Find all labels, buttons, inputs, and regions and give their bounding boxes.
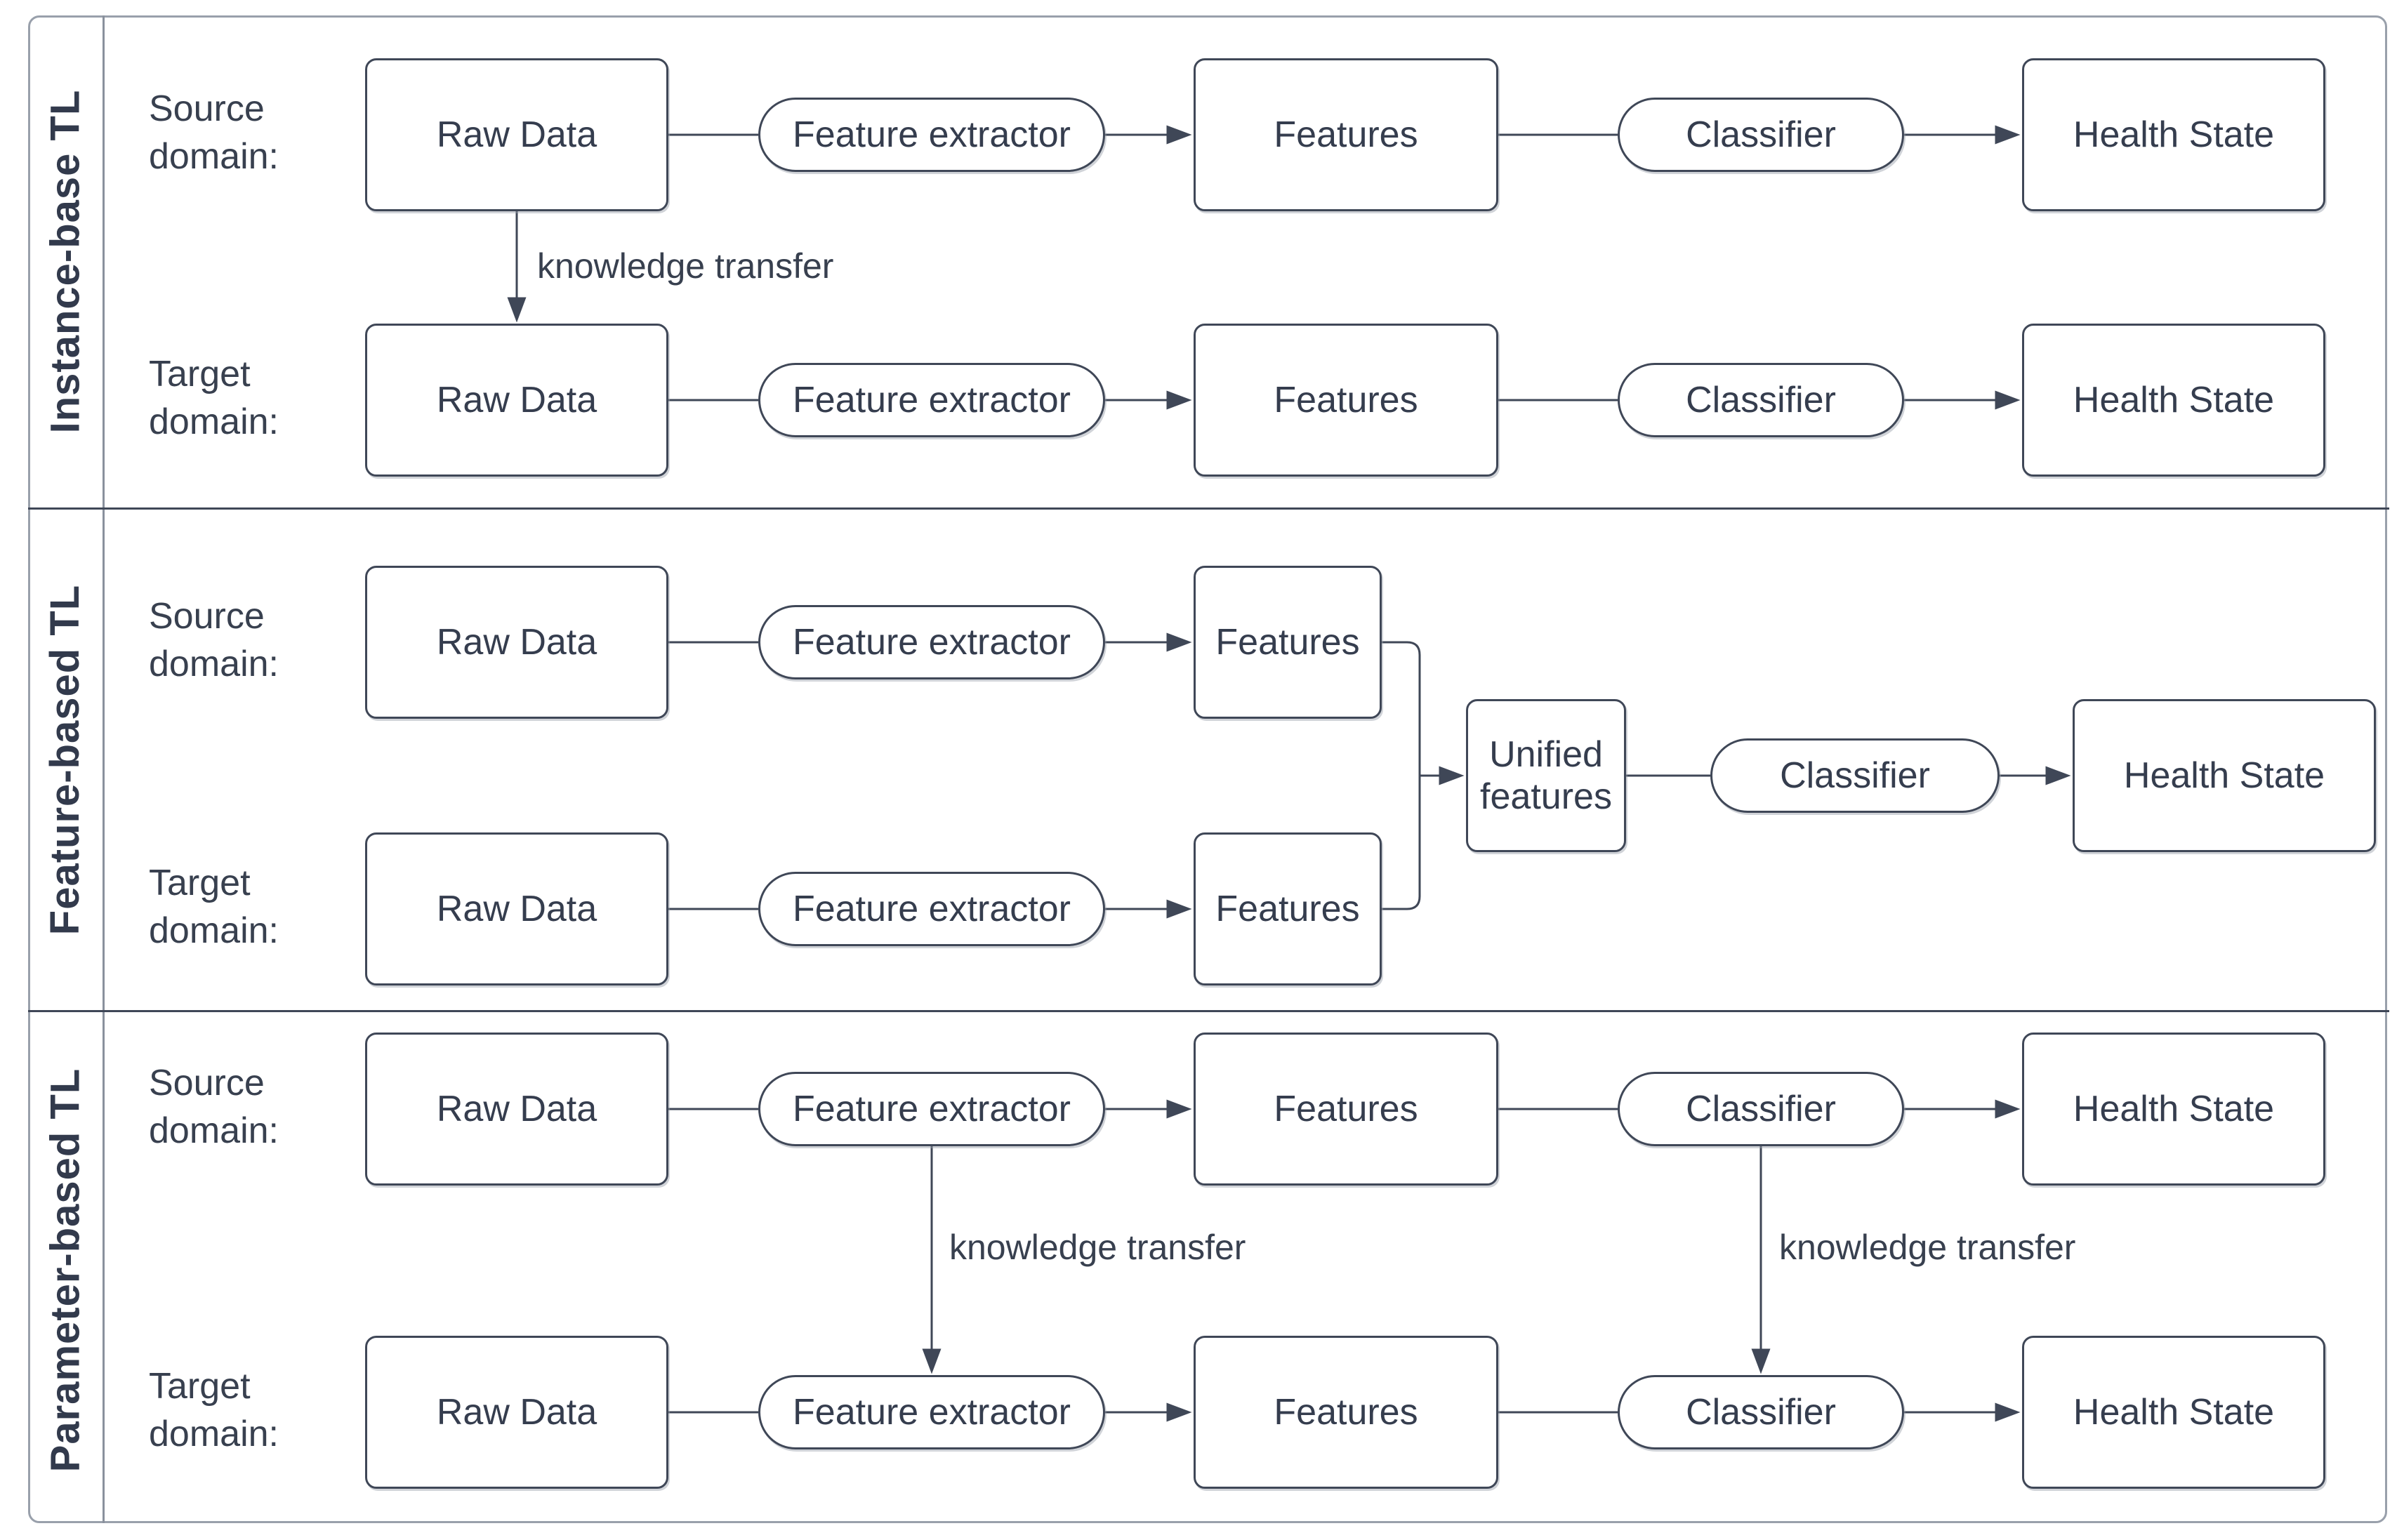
s2-src-features-box: Features: [1194, 566, 1382, 719]
s1-tgt-health-state-box: Health State: [2022, 324, 2325, 477]
section-label-feature-based-tl: Feature-based TL: [28, 510, 103, 1010]
s2-unified-features-box: Unified features: [1466, 699, 1626, 852]
node-label: Features: [1274, 380, 1418, 420]
s3-tgt-classifier-pill: Classifier: [1618, 1375, 1904, 1449]
s3-knowledge-transfer-label-left: knowledge transfer: [949, 1228, 1246, 1267]
s2-tgt-feature-extractor-pill: Feature extractor: [758, 872, 1105, 946]
node-label: Raw Data: [436, 114, 597, 155]
node-label: Unified features: [1480, 734, 1612, 817]
s3-src-health-state-box: Health State: [2022, 1033, 2325, 1186]
s2-src-raw-data-box: Raw Data: [365, 566, 668, 719]
node-label: Raw Data: [436, 622, 597, 663]
s3-source-domain-label: Source domain:: [149, 1063, 279, 1151]
node-label: Features: [1274, 114, 1418, 155]
node-label: Raw Data: [436, 380, 597, 420]
section-label-text: Parameter-based TL: [42, 1068, 88, 1472]
s1-src-raw-data-box: Raw Data: [365, 58, 668, 211]
node-label: Raw Data: [436, 1089, 597, 1129]
node-label: Feature extractor: [793, 380, 1071, 420]
diagram-border: [28, 15, 2387, 1523]
s1-src-feature-extractor-pill: Feature extractor: [758, 98, 1105, 172]
s1-src-health-state-box: Health State: [2022, 58, 2325, 211]
node-label: Classifier: [1686, 114, 1836, 155]
node-label: Features: [1274, 1089, 1418, 1129]
s3-target-domain-label: Target domain:: [149, 1366, 279, 1454]
section-label-instance-base-tl: Instance-base TL: [28, 15, 103, 507]
s1-src-classifier-pill: Classifier: [1618, 98, 1904, 172]
s3-tgt-features-box: Features: [1194, 1336, 1498, 1489]
section-label-parameter-based-tl: Parameter-based TL: [28, 1012, 103, 1527]
s2-classifier-pill: Classifier: [1710, 738, 2000, 813]
node-label: Features: [1215, 889, 1360, 929]
node-label: Features: [1215, 622, 1360, 663]
s3-knowledge-transfer-label-right: knowledge transfer: [1779, 1228, 2076, 1267]
s3-src-raw-data-box: Raw Data: [365, 1033, 668, 1186]
s2-tgt-features-box: Features: [1194, 832, 1382, 985]
s3-tgt-feature-extractor-pill: Feature extractor: [758, 1375, 1105, 1449]
node-label: Classifier: [1780, 755, 1930, 796]
s1-src-features-box: Features: [1194, 58, 1498, 211]
s1-source-domain-label: Source domain:: [149, 88, 279, 177]
sidebar-divider-line: [103, 15, 105, 1523]
node-label: Feature extractor: [793, 1089, 1071, 1129]
s3-src-features-box: Features: [1194, 1033, 1498, 1186]
s3-src-classifier-pill: Classifier: [1618, 1072, 1904, 1146]
s3-src-feature-extractor-pill: Feature extractor: [758, 1072, 1105, 1146]
node-label: Feature extractor: [793, 114, 1071, 155]
node-label: Health State: [2073, 380, 2275, 420]
node-label: Raw Data: [436, 1392, 597, 1433]
node-label: Health State: [2073, 114, 2275, 155]
s2-target-domain-label: Target domain:: [149, 863, 279, 951]
s1-tgt-feature-extractor-pill: Feature extractor: [758, 363, 1105, 437]
s2-tgt-raw-data-box: Raw Data: [365, 832, 668, 985]
s1-target-domain-label: Target domain:: [149, 354, 279, 442]
s2-src-feature-extractor-pill: Feature extractor: [758, 605, 1105, 679]
s1-tgt-features-box: Features: [1194, 324, 1498, 477]
s3-tgt-health-state-box: Health State: [2022, 1336, 2325, 1489]
s1-knowledge-transfer-label: knowledge transfer: [537, 246, 834, 286]
s2-health-state-box: Health State: [2073, 699, 2376, 852]
section-divider-2: [28, 1010, 2389, 1012]
node-label: Feature extractor: [793, 889, 1071, 929]
node-label: Raw Data: [436, 889, 597, 929]
node-label: Health State: [2073, 1392, 2275, 1433]
section-label-text: Instance-base TL: [42, 89, 88, 434]
node-label: Feature extractor: [793, 622, 1071, 663]
node-label: Classifier: [1686, 380, 1836, 420]
section-divider-1: [28, 507, 2389, 510]
node-label: Classifier: [1686, 1392, 1836, 1433]
node-label: Health State: [2073, 1089, 2275, 1129]
s2-source-domain-label: Source domain:: [149, 596, 279, 684]
node-label: Features: [1274, 1392, 1418, 1433]
s1-tgt-classifier-pill: Classifier: [1618, 363, 1904, 437]
node-label: Health State: [2123, 755, 2325, 796]
s3-tgt-raw-data-box: Raw Data: [365, 1336, 668, 1489]
section-label-text: Feature-based TL: [42, 584, 88, 936]
node-label: Feature extractor: [793, 1392, 1071, 1433]
node-label: Classifier: [1686, 1089, 1836, 1129]
s1-tgt-raw-data-box: Raw Data: [365, 324, 668, 477]
